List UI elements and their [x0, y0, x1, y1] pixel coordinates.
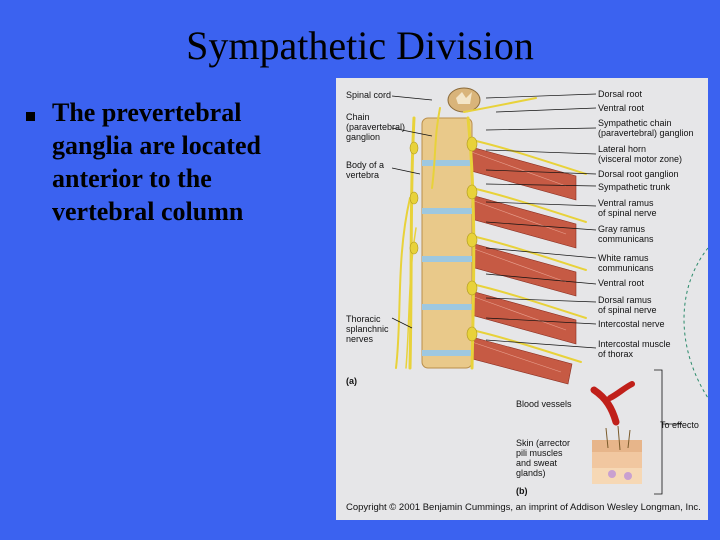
label-ventral-root-1: Ventral root	[598, 103, 645, 113]
label-thoracic-splanchnic: Thoracic splanchnic nerves	[346, 314, 389, 344]
label-to-effectors: To effecto	[660, 420, 699, 430]
bracket-lines	[654, 369, 682, 495]
muscle-stripes	[465, 149, 567, 373]
label-panel-b: (b)	[516, 486, 528, 496]
slide-title: Sympathetic Division	[186, 23, 534, 68]
label-lateral-horn: Lateral horn (visceral motor zone)	[598, 144, 683, 164]
label-dorsal-root-ganglion: Dorsal root ganglion	[598, 169, 679, 179]
label-chain-ganglion: Chain (paravertebral) ganglion	[346, 112, 406, 142]
skin-illustration	[592, 425, 642, 484]
label-spinal-cord: Spinal cord	[346, 90, 392, 100]
label-white-ramus: White ramus communicans	[598, 253, 654, 273]
label-gray-ramus: Gray ramus communicans	[598, 224, 654, 244]
label-sympathetic-chain: Sympathetic chain (paravertebral) gangli…	[598, 118, 694, 138]
label-blood-vessels: Blood vessels	[516, 399, 572, 409]
label-sympathetic-trunk: Sympathetic trunk	[598, 182, 671, 192]
bullet-text: The prevertebral ganglia are located ant…	[52, 98, 261, 226]
sympathetic-diagram-figure: Spinal cord Chain (paravertebral) gangli…	[336, 78, 708, 520]
ganglia	[409, 136, 478, 342]
copyright-notice: Copyright © 2001 Benjamin Cummings, an i…	[346, 502, 701, 513]
label-ventral-ramus: Ventral ramus of spinal nerve	[598, 198, 657, 218]
label-body-of-vertebra: Body of a vertebra	[346, 160, 385, 180]
label-dorsal-ramus: Dorsal ramus of spinal nerve	[598, 295, 657, 315]
label-intercostal-nerve: Intercostal nerve	[598, 319, 665, 329]
leader-lines	[391, 93, 597, 349]
label-dorsal-root: Dorsal root	[598, 89, 643, 99]
label-ventral-root-2: Ventral root	[598, 278, 645, 288]
label-skin: Skin (arrector pili muscles and sweat gl…	[516, 438, 571, 478]
spinal-cord-section	[447, 87, 481, 113]
blood-vessel-illustration	[590, 381, 635, 426]
label-panel-a: (a)	[346, 376, 357, 386]
bullet-square-icon	[26, 112, 35, 121]
label-intercostal-muscle: Intercostal muscle of thorax	[598, 339, 671, 359]
diagram-illustration	[391, 87, 708, 495]
vertebral-column	[421, 117, 473, 369]
dashed-edge	[683, 247, 708, 399]
